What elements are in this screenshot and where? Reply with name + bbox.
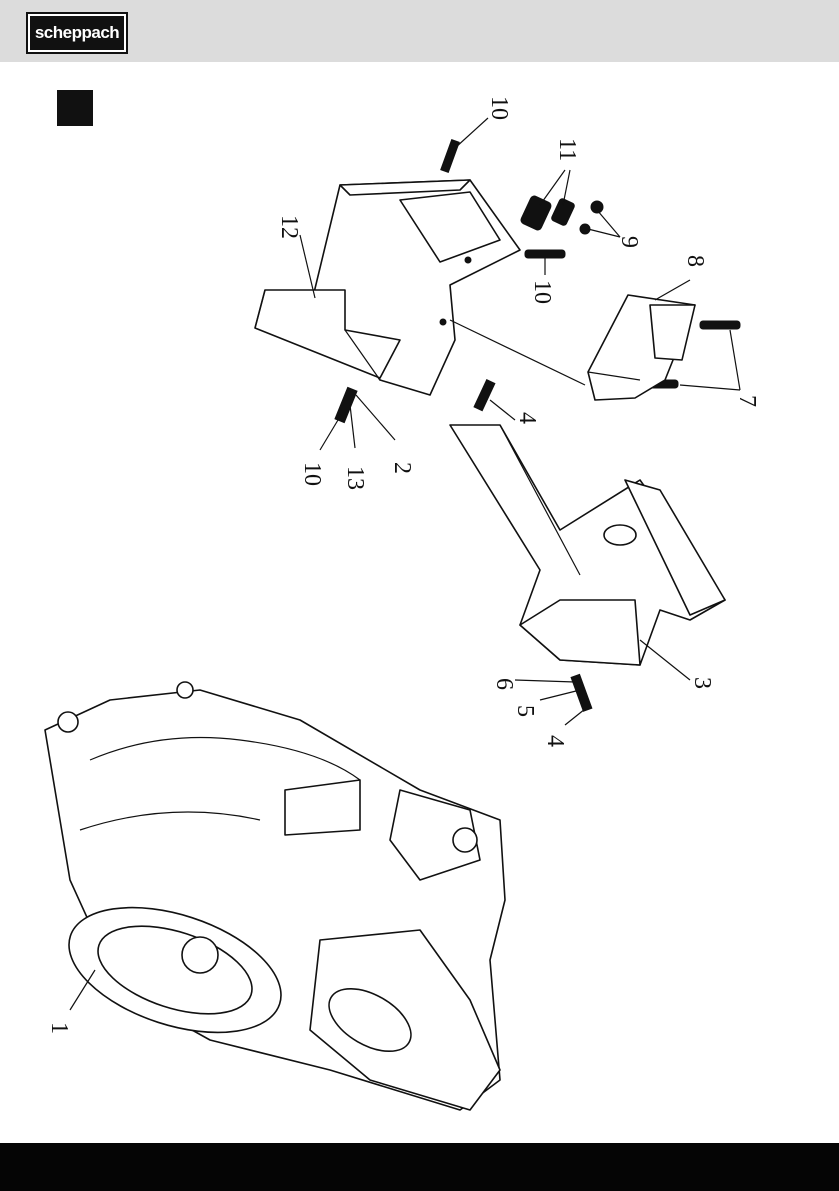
arm-tray-3 [450,425,725,665]
callout-label: 10 [486,96,512,120]
callout-label: 9 [616,236,642,248]
bracket-12 [255,180,520,395]
callout-label: 5 [512,705,538,717]
clamp-block-8 [588,295,695,400]
engine-1 [45,682,505,1110]
callout-label: 4 [514,412,540,424]
callout-label: 13 [342,466,368,490]
callout-label: 12 [276,215,302,239]
callout-label: 7 [734,395,760,407]
callout-label: 6 [491,678,517,690]
callout-label: 1 [46,1022,72,1034]
footer-bar [0,1143,839,1191]
callout-label: 3 [689,677,715,689]
callout-label: 11 [554,138,580,161]
callout-label: 2 [389,462,415,474]
callout-label: 4 [542,735,568,747]
callout-label: 10 [529,280,555,304]
callout-label: 10 [299,462,325,486]
callout-label: 8 [682,255,708,267]
